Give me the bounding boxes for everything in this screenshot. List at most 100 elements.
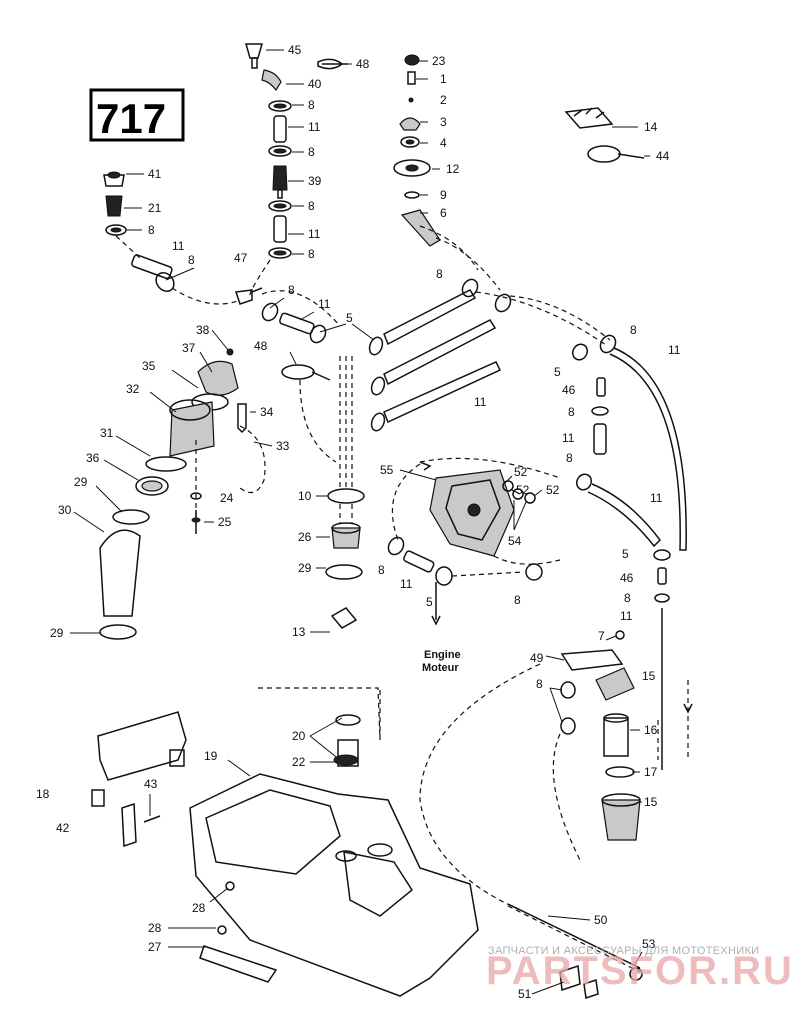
- callout-24: 24: [220, 491, 234, 505]
- moteur-label: Moteur: [422, 662, 459, 674]
- callout-28-a: 28: [192, 901, 206, 915]
- callout-44: 44: [656, 149, 670, 163]
- callout-25: 25: [218, 515, 232, 529]
- callout-8-o: 8: [536, 677, 543, 691]
- callout-30: 30: [58, 503, 72, 517]
- diagram-number: 717: [96, 95, 166, 142]
- callout-29-b: 29: [50, 626, 64, 640]
- callout-11-g: 11: [668, 343, 681, 357]
- watermark: ЗАПЧАСТИ И АКСЕССУАРЫ ДЛЯ МОТОТЕХНИКИ PA…: [486, 945, 792, 993]
- callout-11-d: 11: [318, 297, 331, 311]
- filter-assembly: [552, 630, 641, 861]
- callout-8-j: 8: [514, 593, 521, 607]
- right-hoses: [571, 334, 693, 770]
- callout-47: 47: [234, 251, 248, 265]
- callout-34: 34: [260, 405, 274, 419]
- callout-8-d: 8: [308, 247, 315, 261]
- callout-55: 55: [380, 463, 394, 477]
- callout-52-c: 52: [546, 483, 560, 497]
- engine-direction-label: Engine Moteur: [422, 649, 461, 674]
- callout-18: 18: [36, 787, 50, 801]
- callout-8-f: 8: [188, 253, 195, 267]
- callout-10: 10: [298, 489, 312, 503]
- callout-11-f: 11: [400, 577, 413, 591]
- petcock-assembly: [393, 54, 501, 291]
- callout-11-j: 11: [620, 609, 633, 623]
- callout-5-b: 5: [426, 595, 433, 609]
- callout-2: 2: [440, 93, 447, 107]
- callout-8-b: 8: [308, 145, 315, 159]
- callout-8-n: 8: [624, 591, 631, 605]
- callout-11-b: 11: [308, 227, 321, 241]
- callout-33: 33: [276, 439, 290, 453]
- callout-17: 17: [644, 765, 658, 779]
- callout-6: 6: [440, 206, 447, 220]
- callout-45: 45: [288, 43, 302, 57]
- left-upper-fitting: [103, 171, 263, 305]
- callout-8-h: 8: [436, 267, 443, 281]
- callout-5-d: 5: [622, 547, 629, 561]
- callout-27: 27: [148, 940, 162, 954]
- callout-29-a: 29: [74, 475, 88, 489]
- callout-23: 23: [432, 54, 446, 68]
- clamp-48: [281, 356, 353, 488]
- callout-15-a: 15: [642, 669, 656, 683]
- callout-8-g: 8: [288, 283, 295, 297]
- callout-29-c: 29: [298, 561, 312, 575]
- callout-52-b: 52: [516, 483, 530, 497]
- callout-20: 20: [292, 729, 306, 743]
- callout-40: 40: [308, 77, 322, 91]
- callout-51: 51: [518, 987, 532, 1001]
- callout-46-a: 46: [562, 383, 576, 397]
- callout-8-l: 8: [568, 405, 575, 419]
- callout-19: 19: [204, 749, 218, 763]
- pump-hoses: [387, 536, 543, 626]
- callout-50: 50: [594, 913, 608, 927]
- callout-39: 39: [308, 174, 322, 188]
- callout-31: 31: [100, 426, 114, 440]
- callout-22: 22: [292, 755, 306, 769]
- callout-28-b: 28: [148, 921, 162, 935]
- callout-46-b: 46: [620, 571, 634, 585]
- callout-12: 12: [446, 162, 460, 176]
- callout-48: 48: [254, 339, 268, 353]
- leader-lines: [70, 49, 650, 995]
- callout-43: 43: [144, 777, 158, 791]
- callout-8-m: 8: [566, 451, 573, 465]
- center-clamps: [325, 488, 365, 629]
- callout-5-c: 5: [554, 365, 561, 379]
- callout-42: 42: [56, 821, 70, 835]
- callout-15-b: 15: [644, 795, 658, 809]
- callout-8-k: 8: [630, 323, 637, 337]
- callout-11-h: 11: [562, 431, 575, 445]
- callout-7: 7: [598, 629, 605, 643]
- callout-41: 41: [148, 167, 162, 181]
- fuel-tank: [91, 663, 643, 999]
- upper-hose-stack: [245, 43, 348, 296]
- diagram-number-badge: 717: [89, 88, 185, 142]
- callout-35: 35: [142, 359, 156, 373]
- callout-37: 37: [182, 341, 196, 355]
- watermark-tagline: ЗАПЧАСТИ И АКСЕССУАРЫ ДЛЯ МОТОТЕХНИКИ: [488, 945, 759, 957]
- callout-11-c: 11: [172, 239, 185, 253]
- callout-8-a: 8: [308, 98, 315, 112]
- callout-11-i: 11: [650, 491, 663, 505]
- callout-53: 53: [642, 937, 656, 951]
- callout-13: 13: [292, 625, 306, 639]
- callout-9: 9: [440, 188, 447, 202]
- callout-14: 14: [644, 120, 658, 134]
- callout-54: 54: [508, 534, 522, 548]
- center-tubes: [261, 278, 611, 432]
- clip-and-clamp: [564, 107, 645, 163]
- callout-16: 16: [644, 723, 658, 737]
- callout-11-a: 11: [308, 120, 321, 134]
- callout-4: 4: [440, 136, 447, 150]
- callout-8-c: 8: [308, 199, 315, 213]
- callout-26: 26: [298, 530, 312, 544]
- callout-38: 38: [196, 323, 210, 337]
- callout-21: 21: [148, 201, 162, 215]
- engine-label: Engine: [424, 649, 461, 661]
- callout-49: 49: [530, 651, 544, 665]
- callout-11-e: 11: [474, 395, 487, 409]
